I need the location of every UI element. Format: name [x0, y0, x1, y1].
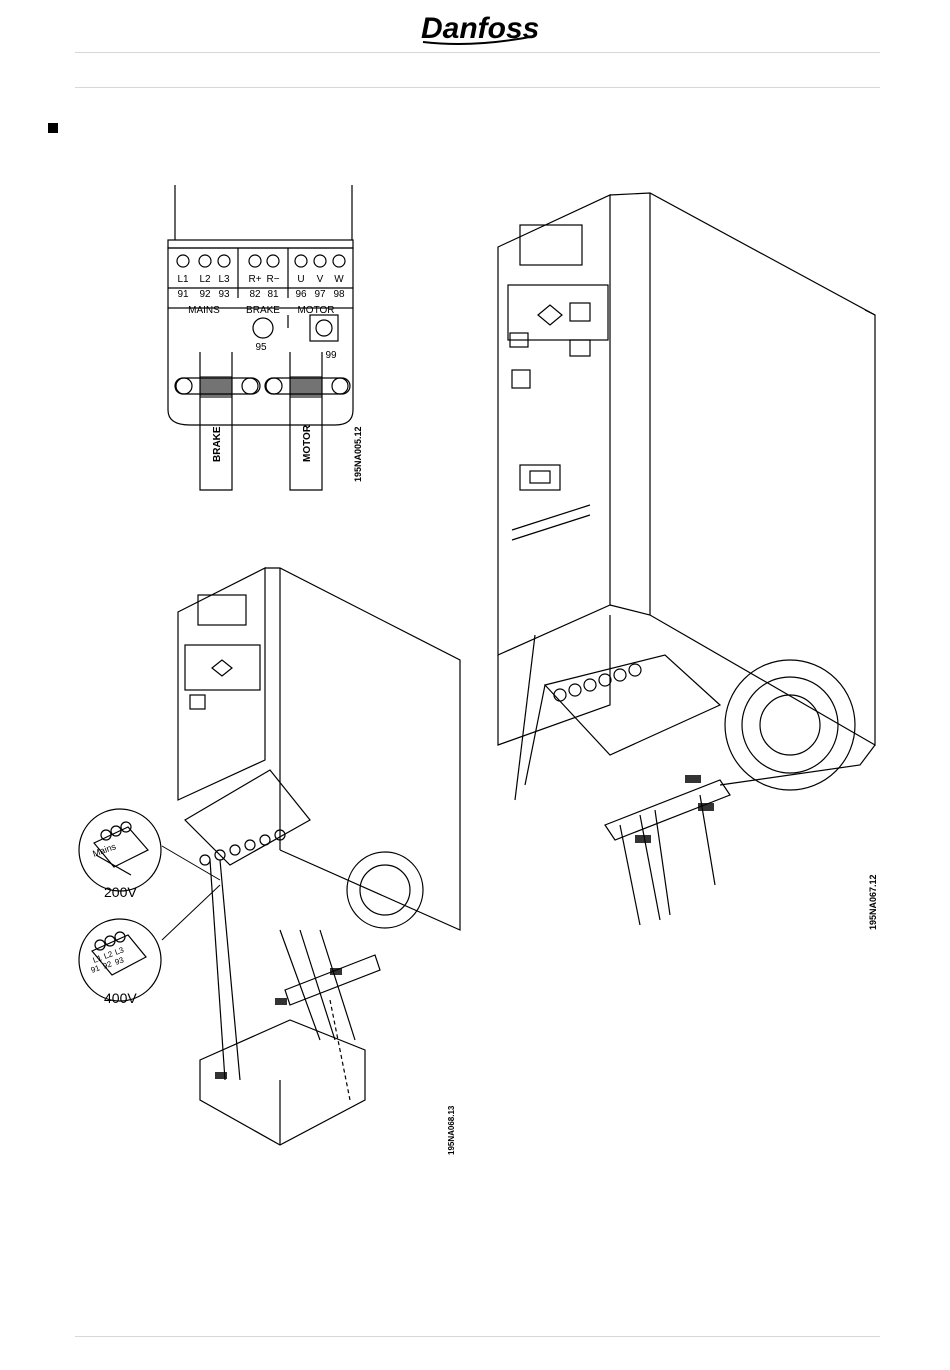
footer-rule	[75, 1336, 880, 1337]
large-unit-code-text: 195NA067.12	[868, 874, 878, 930]
terminal-label-v: V	[317, 274, 324, 285]
terminal-number-98: 98	[333, 289, 345, 300]
terminal-label-l3: L3	[218, 274, 230, 285]
group-label-mains: MAINS	[188, 305, 220, 316]
large-unit-code: 195NA067.12	[868, 874, 878, 930]
header-rule-bottom	[75, 87, 880, 88]
terminal-number-82: 82	[249, 289, 261, 300]
terminal-number-91: 91	[177, 289, 189, 300]
terminal-number-92: 92	[199, 289, 211, 300]
terminal-label-rminus: R−	[266, 274, 279, 285]
inset-number-91: 91	[90, 963, 102, 975]
small-unit-code: 195NA068.13	[447, 1106, 456, 1155]
terminal-number-93: 93	[218, 289, 230, 300]
inset-number-93: 93	[114, 955, 126, 967]
diagram-code: 195NA005.12	[353, 426, 363, 482]
terminal-label-l1: L1	[177, 274, 189, 285]
earth-number-99: 99	[325, 350, 337, 361]
terminal-label-u: U	[297, 274, 304, 285]
inset-number-92: 92	[102, 959, 114, 971]
section-bullet	[48, 123, 58, 133]
group-label-motor: MOTOR	[297, 305, 334, 316]
inset-leader-lines	[160, 840, 240, 950]
logo-text: Danfoss	[421, 12, 539, 45]
cable-label-brake: BRAKE	[212, 426, 223, 462]
header-rule-top	[75, 52, 880, 53]
inset-400v-label: 400V	[104, 990, 137, 1006]
terminal-number-97: 97	[314, 289, 326, 300]
inset-200v-label: 200V	[104, 884, 137, 900]
group-label-brake: BRAKE	[246, 305, 280, 316]
small-unit-code-text: 195NA068.13	[447, 1106, 456, 1155]
terminal-label-rplus: R+	[248, 274, 261, 285]
terminal-label-l2: L2	[199, 274, 211, 285]
inset-200v: Mains 200V	[76, 805, 166, 905]
large-unit-drawing	[490, 185, 890, 945]
header-logo: Danfoss	[415, 6, 545, 50]
terminal-number-81: 81	[267, 289, 279, 300]
inset-400v: L1 L2 L3 91 92 93 400V	[76, 915, 166, 1015]
earth-number-95: 95	[255, 342, 267, 353]
cable-label-motor: MOTOR	[302, 424, 313, 462]
terminal-number-96: 96	[295, 289, 307, 300]
terminal-diagram: L1 L2 L3 R+ R− U V W 91 92 93 82 81 96 9…	[160, 180, 390, 500]
terminal-label-w: W	[334, 274, 344, 285]
inset-label-l3: L3	[114, 945, 126, 957]
